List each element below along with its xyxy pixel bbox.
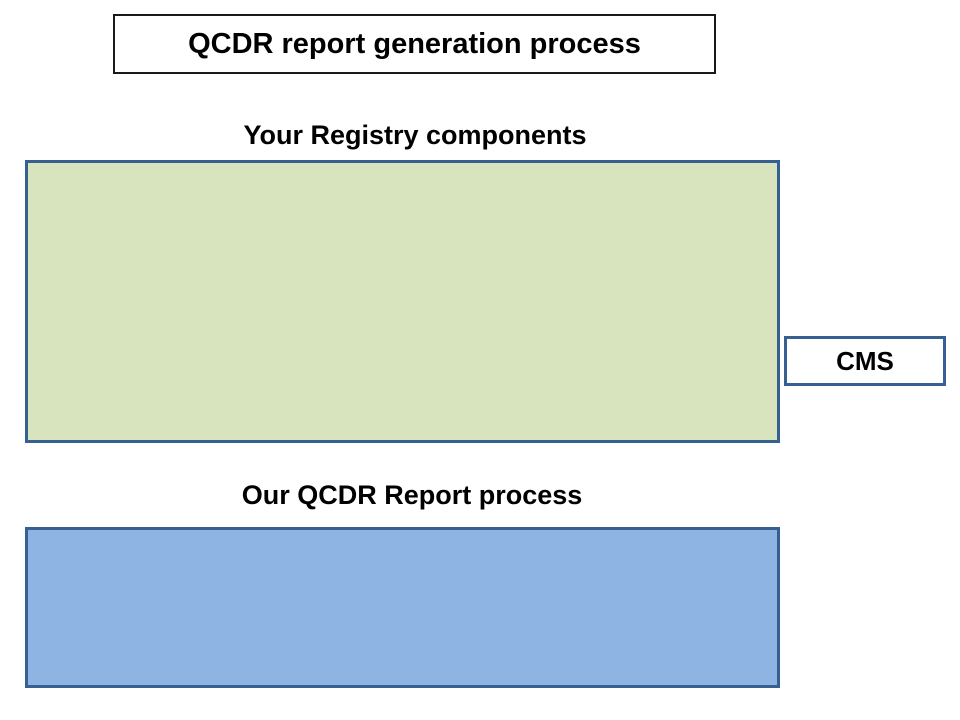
page-title: QCDR report generation process — [188, 27, 641, 60]
title-box: QCDR report generation process — [113, 14, 716, 74]
registry-section-label: Your Registry components — [243, 120, 587, 150]
qcdr-process-box — [25, 527, 780, 688]
cms-label: CMS — [836, 345, 894, 376]
qcdr-section-label: Our QCDR Report process — [241, 480, 583, 510]
registry-components-box — [25, 160, 780, 443]
cms-box: CMS — [784, 336, 946, 386]
